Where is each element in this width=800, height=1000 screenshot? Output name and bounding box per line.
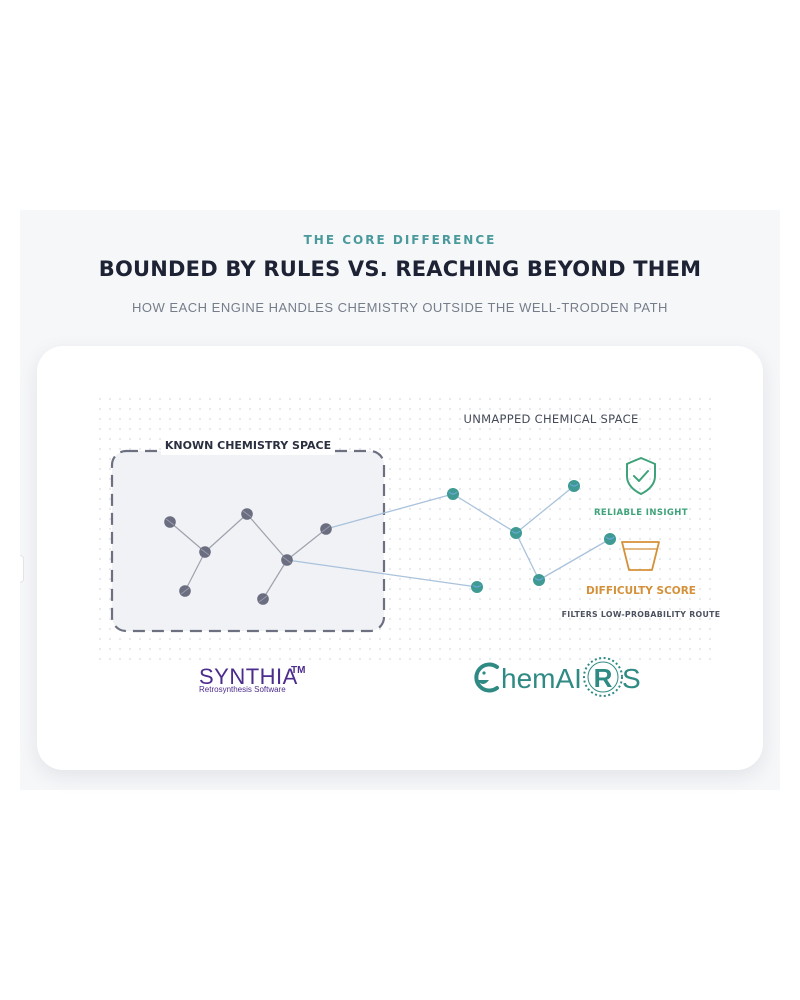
synthia-trademark: TM: [291, 665, 305, 676]
edge: [204, 513, 248, 553]
chemairs-suffix: S: [622, 663, 641, 694]
node: [568, 480, 580, 492]
edge: [286, 528, 327, 561]
chemairs-logo: hemAI R S: [474, 657, 641, 697]
known-edges: [169, 513, 327, 600]
flask-c-icon: [474, 662, 499, 693]
unmapped-nodes: [447, 480, 616, 593]
edge: [452, 493, 517, 534]
filters-route-label: FILTERS LOW-PROBABILITY ROUTE: [562, 610, 721, 619]
comparison-card: KNOWN CHEMISTRY SPACE UNMAPPED CHEMICAL …: [37, 346, 763, 770]
page-title: BOUNDED BY RULES VS. REACHING BEYOND THE…: [98, 257, 702, 281]
edge: [169, 521, 206, 553]
outreach-edges: [286, 485, 611, 588]
edge: [515, 485, 575, 534]
node: [604, 533, 616, 545]
comparison-diagram: KNOWN CHEMISTRY SPACE UNMAPPED CHEMICAL …: [91, 396, 721, 697]
node: [447, 488, 459, 500]
known-nodes: [164, 508, 332, 605]
content-panel: THE CORE DIFFERENCE BOUNDED BY RULES VS.…: [20, 210, 780, 790]
difficulty-score-label: DIFFICULTY SCORE: [586, 585, 696, 597]
node: [471, 581, 483, 593]
synthia-logo: SYNTHIA TM Retrosynthesis Software: [199, 664, 305, 694]
node: [179, 585, 191, 597]
synthia-wordmark: SYNTHIA: [199, 664, 298, 689]
node: [164, 516, 176, 528]
side-scroll-tab[interactable]: [20, 555, 24, 583]
edge: [246, 513, 288, 561]
node: [533, 574, 545, 586]
node: [320, 523, 332, 535]
gear-ring-icon: R: [583, 657, 623, 697]
node: [241, 508, 253, 520]
edge: [538, 538, 611, 581]
edge: [325, 493, 454, 530]
node: [199, 546, 211, 558]
synthia-tagline: Retrosynthesis Software: [199, 685, 286, 694]
node: [281, 554, 293, 566]
shield-check-icon: [626, 456, 656, 496]
edge: [262, 559, 288, 600]
edge: [184, 551, 206, 592]
edge: [286, 559, 478, 588]
node: [257, 593, 269, 605]
unmapped-space-label: UNMAPPED CHEMICAL SPACE: [463, 412, 638, 426]
node: [510, 527, 522, 539]
eyebrow-label: THE CORE DIFFERENCE: [303, 233, 497, 247]
edge: [515, 532, 540, 581]
known-chemistry-region: [110, 449, 386, 633]
known-chemistry-label: KNOWN CHEMISTRY SPACE: [165, 439, 331, 452]
page-subtitle: HOW EACH ENGINE HANDLES CHEMISTRY OUTSID…: [132, 300, 668, 315]
chemairs-wordmark: hemAI: [501, 663, 582, 694]
filter-cup-icon: [621, 541, 660, 571]
svg-text:R: R: [594, 663, 613, 693]
known-label-backdrop: [161, 433, 335, 455]
reliable-insight-label: RELIABLE INSIGHT: [594, 508, 688, 518]
